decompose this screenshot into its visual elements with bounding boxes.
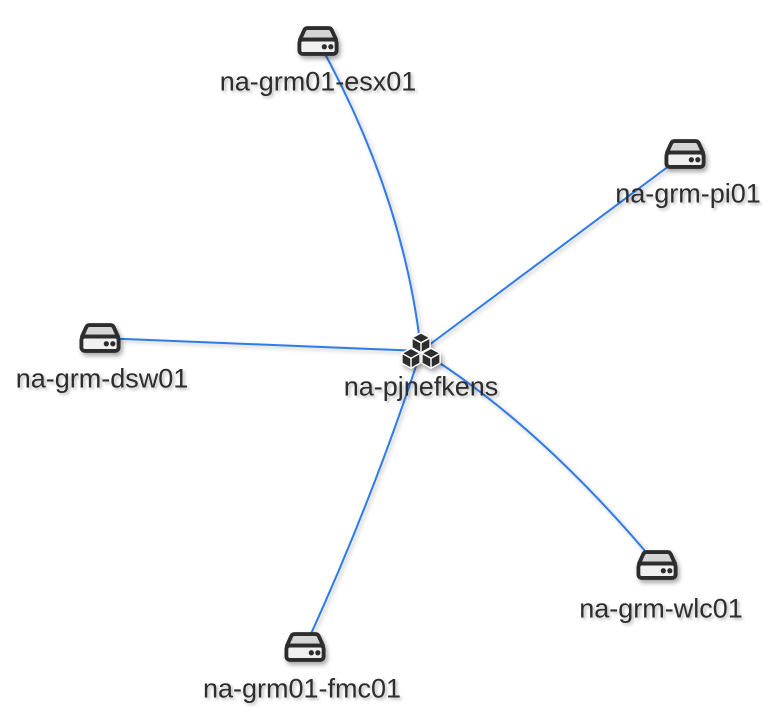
cubes-icon [401,330,441,372]
server-icon [662,136,708,173]
edge-na-pjnefkens-na-grm-pi01[interactable] [420,153,686,352]
node-label: na-grm01-fmc01 [202,673,402,704]
server-icon [282,629,328,666]
edge-na-pjnefkens-na-grm01-fmc01[interactable] [304,350,422,648]
server-icon [77,320,123,357]
node-label: na-pjnefkens [343,371,499,402]
server-icon [295,23,341,60]
edge-na-pjnefkens-na-grm-wlc01[interactable] [420,350,658,566]
node-label: na-grm01-esx01 [219,66,417,97]
node-label: na-grm-pi01 [615,178,761,209]
node-label: na-grm-dsw01 [15,363,189,394]
node-label: na-grm-wlc01 [579,593,743,624]
edge-na-pjnefkens-na-grm-dsw01[interactable] [99,337,422,352]
edge-na-pjnefkens-na-grm01-esx01[interactable] [317,40,422,352]
server-icon [634,547,680,584]
